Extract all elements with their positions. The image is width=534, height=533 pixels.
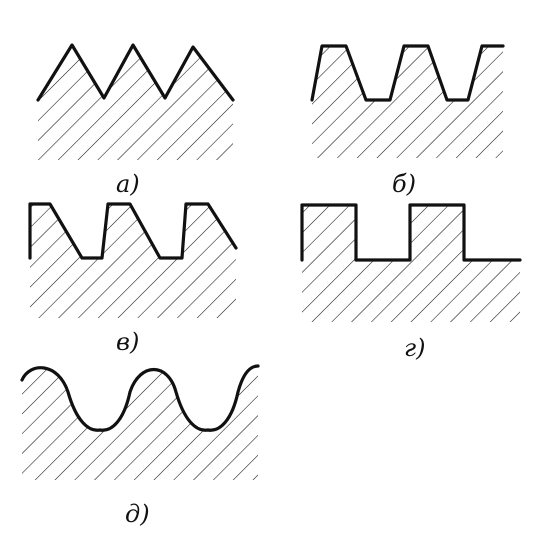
panel-b-trapezoidal: б) xyxy=(310,44,505,198)
panel-g-rectangular: г) xyxy=(300,203,522,362)
panel-label: а) xyxy=(116,170,140,198)
thread-profile-line xyxy=(20,364,260,432)
thread-profile-line xyxy=(310,44,505,102)
panel-label: б) xyxy=(392,170,416,198)
panel-label: г) xyxy=(404,334,426,362)
thread-profile-line xyxy=(36,43,235,102)
panel-a-triangular: а) xyxy=(36,43,235,198)
thread-profile-line xyxy=(300,203,522,262)
hatch-fill xyxy=(38,45,233,160)
thread-profile-line xyxy=(28,202,238,260)
panel-v-buttress: в) xyxy=(28,202,238,356)
panel-label: в) xyxy=(116,328,139,356)
panel-d-round: д) xyxy=(20,364,260,528)
panel-label: д) xyxy=(125,500,150,528)
